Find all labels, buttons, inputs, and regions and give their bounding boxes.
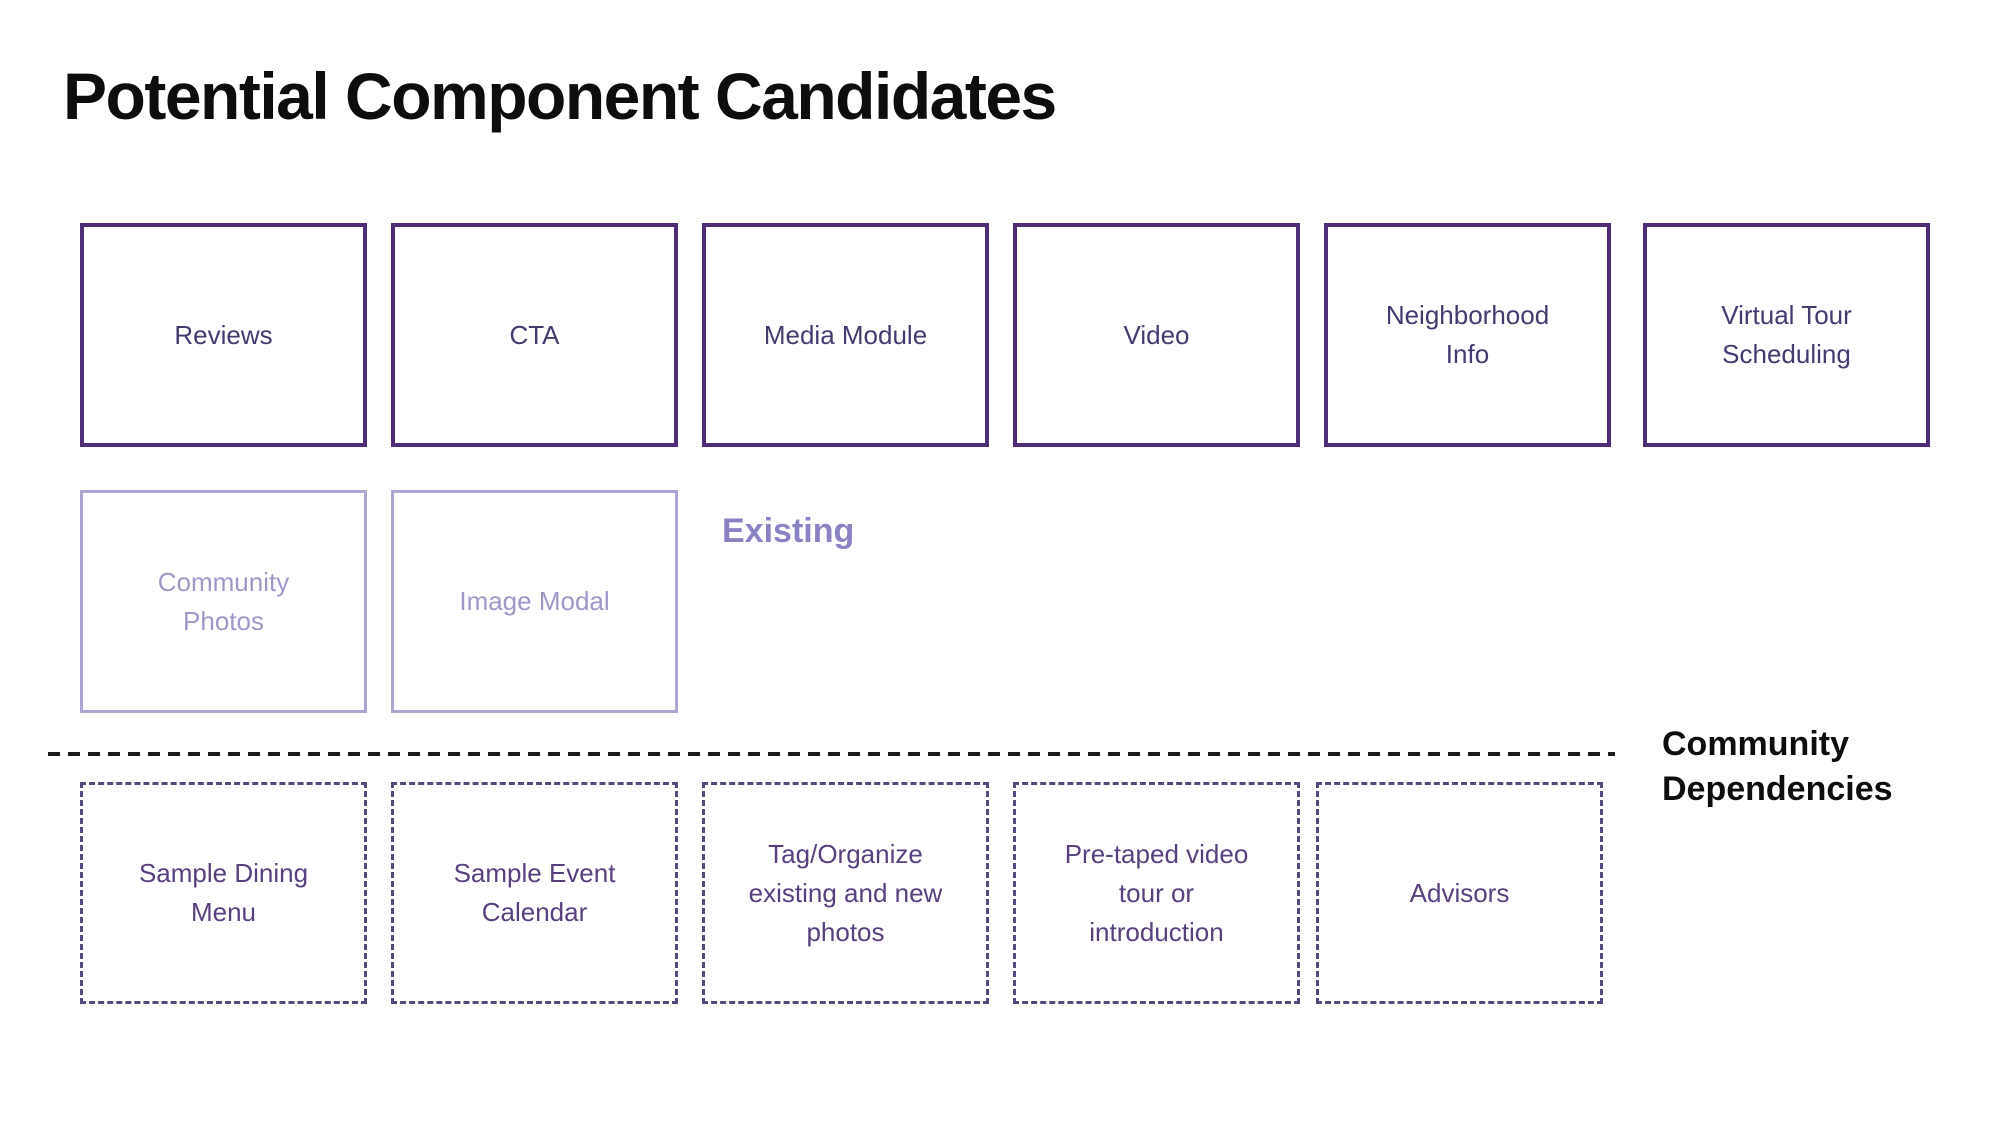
dependencies-divider [48, 752, 1615, 756]
dependency-box-pretaped-video-tour[interactable]: Pre-taped video tour or introduction [1013, 782, 1300, 1004]
existing-box-label: Image Modal [459, 586, 610, 616]
existing-section-label: Existing [722, 512, 855, 550]
component-box-label: Video [1123, 319, 1190, 350]
component-box-media-module[interactable]: Media Module [702, 223, 989, 447]
page-title: Potential Component Candidates [63, 59, 1057, 133]
component-box-label: CTA [509, 319, 560, 350]
component-box-label: Media Module [763, 319, 928, 350]
component-box-cta[interactable]: CTA [391, 223, 678, 447]
existing-box-community-photos[interactable]: Community Photos [80, 490, 367, 713]
dependencies-section-label: Community Dependencies [1662, 725, 1893, 808]
component-box-label: Reviews [174, 319, 273, 350]
component-box-neighborhood-info[interactable]: Neighborhood Info [1324, 223, 1611, 447]
dependency-box-sample-event-calendar[interactable]: Sample Event Calendar [391, 782, 678, 1004]
dependency-box-label: Sample Event Calendar [453, 858, 616, 927]
existing-box-label: Community Photos [157, 566, 290, 636]
component-box-video[interactable]: Video [1013, 223, 1300, 447]
dependency-box-label: Tag/Organize existing and new photos [748, 838, 943, 947]
dependency-box-label: Advisors [1409, 877, 1510, 908]
component-box-reviews[interactable]: Reviews [80, 223, 367, 447]
dependency-box-advisors[interactable]: Advisors [1316, 782, 1603, 1004]
dependency-box-label: Sample Dining Menu [138, 858, 309, 927]
component-box-label: Virtual Tour Scheduling [1721, 300, 1852, 369]
dependency-box-tag-organize-photos[interactable]: Tag/Organize existing and new photos [702, 782, 989, 1004]
component-box-label: Neighborhood Info [1385, 300, 1550, 369]
dependency-box-label: Pre-taped video tour or introduction [1064, 838, 1249, 947]
existing-box-image-modal[interactable]: Image Modal [391, 490, 678, 713]
dependency-box-sample-dining-menu[interactable]: Sample Dining Menu [80, 782, 367, 1004]
component-box-virtual-tour-scheduling[interactable]: Virtual Tour Scheduling [1643, 223, 1930, 447]
